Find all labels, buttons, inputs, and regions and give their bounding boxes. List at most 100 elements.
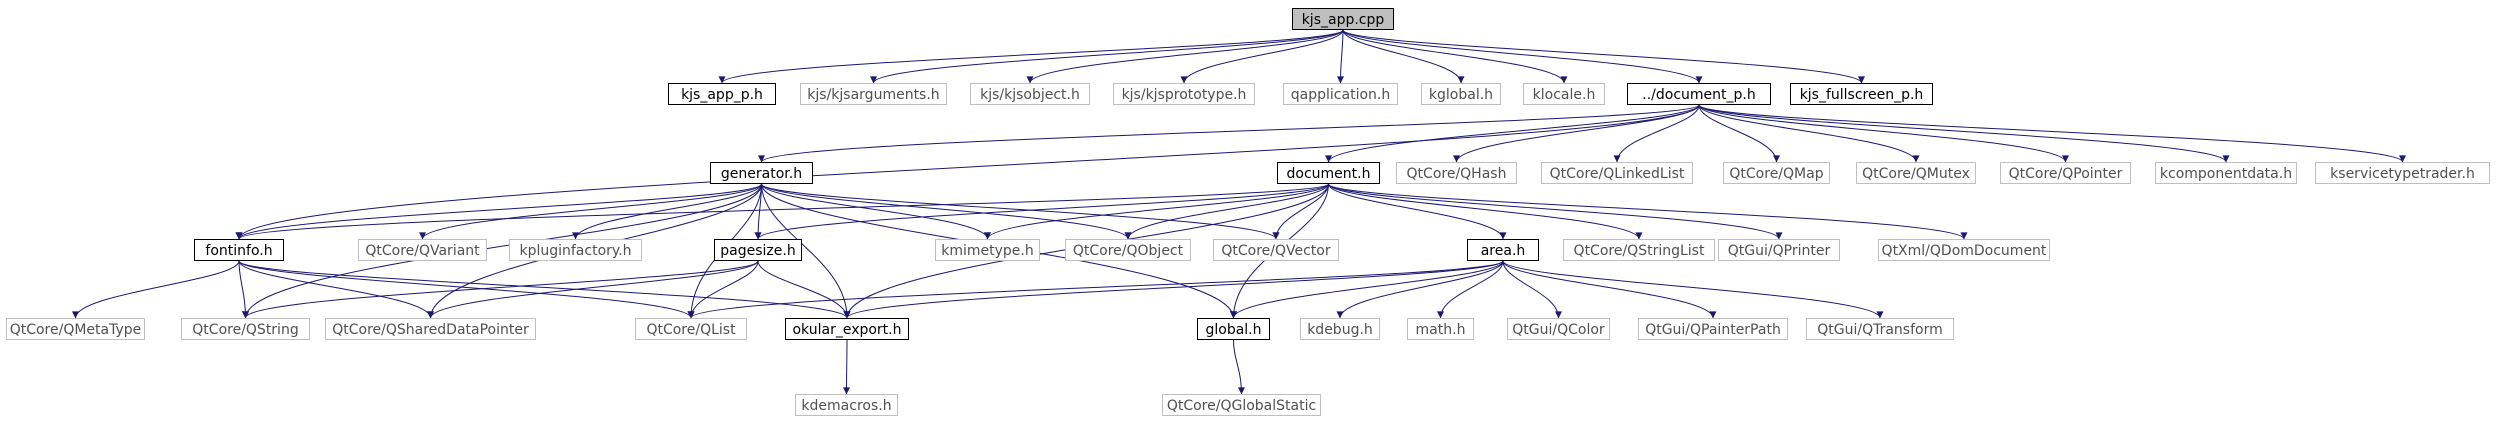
node-fontinfo-h[interactable]: fontinfo.h — [194, 239, 284, 261]
node-qlinkedlist: QtCore/QLinkedList — [1541, 162, 1693, 184]
node-qobject: QtCore/QObject — [1065, 239, 1191, 261]
edge-area-to-qcolor — [1502, 260, 1562, 319]
edge-document_p-to-qmap — [1698, 104, 1780, 163]
edge-area-to-global — [1230, 260, 1504, 319]
node-qapplication-h: qapplication.h — [1283, 83, 1398, 105]
edge-document-to-kmimetype — [984, 183, 1329, 240]
node-document-p-h[interactable]: ../document_p.h — [1627, 83, 1771, 105]
node-generator-h[interactable]: generator.h — [710, 162, 813, 184]
edge-document-to-qdomdocument — [1328, 183, 1968, 240]
edge-document-to-fontinfo — [235, 183, 1329, 240]
edge-generator-to-fontinfo — [235, 183, 762, 240]
node-okular-export-h[interactable]: okular_export.h — [785, 318, 909, 340]
edge-document_p-to-kservicetypetrader — [1698, 104, 2406, 163]
node-qtransform: QtGui/QTransform — [1806, 318, 1954, 340]
edge-kjs_app-to-kjsarguments — [870, 29, 1344, 84]
edge-document_p-to-kcomponentdata — [1698, 104, 2230, 163]
edge-fontinfo-to-qstring — [238, 260, 249, 319]
node-kdemacros-h: kdemacros.h — [795, 394, 898, 416]
node-kglobal-h: kglobal.h — [1421, 83, 1501, 105]
edge-pagesize-to-qstring — [242, 260, 759, 319]
edge-global-to-qglobalstatic — [1233, 339, 1245, 395]
edge-generator-to-kpluginfactory — [572, 183, 762, 240]
edge-kjs_app-to-qapplication — [1337, 29, 1345, 84]
edge-area-to-qpainterpath — [1502, 260, 1717, 319]
node-qmutex: QtCore/QMutex — [1856, 162, 1976, 184]
node-qprinter: QtGui/QPrinter — [1718, 239, 1840, 261]
edge-document_p-to-fontinfo — [235, 104, 1700, 240]
edge-okular_export-to-kdemacros — [843, 339, 851, 395]
edge-fontinfo-to-qmetatype — [72, 260, 240, 319]
node-qvariant: QtCore/QVariant — [358, 239, 487, 261]
edge-document_p-to-qhash — [1453, 104, 1700, 163]
node-klocale-h: klocale.h — [1523, 83, 1605, 105]
node-kservicetypetrader-h: kservicetypetrader.h — [2315, 162, 2490, 184]
edge-document-to-pagesize — [754, 183, 1329, 240]
node-area-h[interactable]: area.h — [1467, 239, 1539, 261]
edge-fontinfo-to-qlist — [238, 260, 695, 319]
node-global-h[interactable]: global.h — [1197, 318, 1270, 340]
node-kpluginfactory-h: kpluginfactory.h — [509, 239, 642, 261]
node-math-h: math.h — [1407, 318, 1474, 340]
edge-generator-to-qvariant — [419, 183, 762, 240]
edge-document_p-to-qmutex — [1698, 104, 1920, 163]
node-kjsprototype-h: kjs/kjsprototype.h — [1113, 83, 1255, 105]
edge-kjs_app-to-kjsprototype — [1180, 29, 1344, 84]
edge-pagesize-to-qlist — [687, 260, 759, 319]
edge-generator-to-qstring — [242, 183, 762, 319]
node-qpointer: QtCore/QPointer — [2000, 162, 2131, 184]
edge-area-to-okular_export — [843, 260, 1504, 319]
node-qstring: QtCore/QString — [181, 318, 310, 340]
edge-kjs_app-to-kglobal — [1342, 29, 1465, 84]
edge-area-to-kdebug — [1336, 260, 1504, 319]
edge-generator-to-kmimetype — [761, 183, 991, 240]
node-qmetatype: QtCore/QMetaType — [6, 318, 145, 340]
node-pagesize-h[interactable]: pagesize.h — [714, 239, 802, 261]
node-kjs-app-p-h[interactable]: kjs_app_p.h — [668, 83, 776, 105]
edge-pagesize-to-okular_export — [757, 260, 851, 319]
edge-kjs_app-to-kjs_app_p — [718, 29, 1344, 84]
node-kjsobject-h: kjs/kjsobject.h — [970, 83, 1090, 105]
edge-generator-to-qvector — [761, 183, 1280, 240]
edge-pagesize-to-qshareddatapointer — [427, 260, 759, 319]
node-qcolor: QtGui/QColor — [1507, 318, 1610, 340]
edge-kjs_app-to-kjsobject — [1026, 29, 1344, 84]
edge-generator-to-okular_export — [761, 183, 851, 319]
node-qlist: QtCore/QList — [635, 318, 747, 340]
node-qpainterpath: QtGui/QPainterPath — [1638, 318, 1788, 340]
edge-area-to-qtransform — [1502, 260, 1884, 319]
edge-document-to-area — [1328, 183, 1507, 240]
node-kjsarguments-h: kjs/kjsarguments.h — [800, 83, 947, 105]
node-kcomponentdata-h: kcomponentdata.h — [2155, 162, 2297, 184]
node-kjs-app-cpp[interactable]: kjs_app.cpp — [1292, 8, 1394, 30]
edge-document-to-qobject — [1124, 183, 1329, 240]
edge-document-to-qprinter — [1328, 183, 1783, 240]
node-qshareddatapointer: QtCore/QSharedDataPointer — [325, 318, 536, 340]
edge-area-to-qlist — [687, 260, 1504, 319]
node-kdebug-h: kdebug.h — [1300, 318, 1380, 340]
edge-fontinfo-to-qshareddatapointer — [238, 260, 434, 319]
node-qhash: QtCore/QHash — [1396, 162, 1517, 184]
edge-fontinfo-to-okular_export — [238, 260, 851, 319]
node-qdomdocument: QtXml/QDomDocument — [1878, 239, 2050, 261]
edge-area-to-math — [1437, 260, 1504, 319]
edge-document_p-to-document — [1325, 104, 1700, 163]
edge-document-to-qvector — [1272, 183, 1329, 240]
dependency-edges — [72, 29, 2406, 395]
node-qstringlist: QtCore/QStringList — [1563, 239, 1715, 261]
edge-document-to-qstringlist — [1328, 183, 1643, 240]
edge-kjs_app-to-klocale — [1342, 29, 1568, 84]
edge-kjs_app-to-document_p — [1342, 29, 1703, 84]
node-kmimetype-h: kmimetype.h — [935, 239, 1040, 261]
edge-document_p-to-qlinkedlist — [1613, 104, 1700, 163]
node-qvector: QtCore/QVector — [1213, 239, 1339, 261]
node-kjs-fullscreen-p-h[interactable]: kjs_fullscreen_p.h — [1790, 83, 1933, 105]
node-qmap: QtCore/QMap — [1723, 162, 1830, 184]
node-document-h[interactable]: document.h — [1277, 162, 1380, 184]
edge-document_p-to-qpointer — [1698, 104, 2069, 163]
edge-generator-to-qobject — [761, 183, 1132, 240]
edge-document_p-to-generator — [758, 104, 1700, 163]
node-qglobalstatic: QtCore/QGlobalStatic — [1162, 394, 1321, 416]
edge-kjs_app-to-kjs_fullscreen — [1342, 29, 1865, 84]
